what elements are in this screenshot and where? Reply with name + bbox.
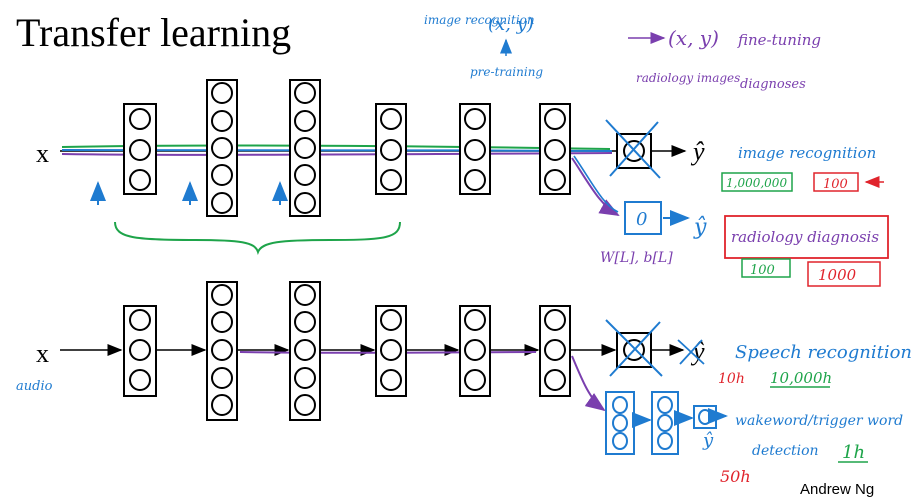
note-pretraining: pre-training [470,65,543,79]
network-2: x audio [16,281,728,455]
net1-new-output-node [624,201,662,235]
radiology-diagnosis-box [724,215,889,259]
net1-layer-3 [289,79,321,217]
page-title: Transfer learning [16,10,291,55]
net2-new-branch-edge [571,355,606,412]
net1-output-layer [605,119,661,179]
net2-output-layer [605,319,663,377]
radiology-count-box [741,258,791,278]
note-finetuning: fine-tuning [737,31,821,49]
net1-notes: image recognition (x, y) pre-training (x… [424,13,889,287]
net2-input-note: audio [16,379,53,394]
net1-new-output-node-label: 0 [636,209,647,230]
note-image-recognition: image recognition [738,144,876,162]
net1-new-output-label: ŷ [693,215,707,240]
net1-layer-4 [375,103,407,195]
net2-layer-6 [539,305,571,397]
note-speech-recognition: Speech recognition [735,342,912,363]
net2-output-cross-out [605,319,663,377]
net1-layer-2 [206,79,238,217]
frozen-layers-brace [114,221,401,256]
wakeword-layer-1 [605,391,635,455]
note-pretrain-xy: (x, y) [488,14,534,35]
net1-weights-label: W[L], b[L] [600,250,673,266]
note-radiology-count: 100 [750,263,775,278]
net2-layer-1 [123,305,157,397]
note-wakeword: wakeword/trigger word [735,413,903,429]
net1-layer-1 [123,103,157,195]
note-radiology-images: radiology images [636,71,740,85]
radiology-count-large-box [807,261,881,287]
note-finetune-xy: (x, y) [668,26,719,50]
net2-layer-4 [375,305,407,397]
net1-layer-5 [459,103,491,195]
image-count-small-box [813,172,859,192]
net1-input-label: x [36,139,49,168]
note-image-count-small: 100 [823,177,848,192]
wakeword-layer-2 [651,391,679,455]
net1-new-branch-edge-blue [573,155,619,213]
net2-new-output-label: ŷ [702,430,714,451]
author-credit: Andrew Ng [800,481,874,498]
image-count-box [721,172,793,192]
net2-layer-5 [459,305,491,397]
net2-output-label-cross [677,339,705,365]
note-diagnoses: diagnoses [740,77,806,92]
note-radiology-diagnosis: radiology diagnosis [731,228,879,246]
net1-output-cross-out [605,119,661,179]
note-pretrain-task: image recognition [424,13,535,27]
net2-output-label: ŷ [690,337,705,366]
net1-pretrain-arrows [90,181,288,205]
net2-layer-3 [289,281,321,421]
note-speech-small: 10h [718,371,745,387]
wakeword-head [605,391,728,455]
net1-new-branch-edge [571,157,620,216]
note-image-count: 1,000,000 [726,176,787,190]
note-wakeword-hours: 1h [842,442,865,463]
net1-output-label: ŷ [690,137,705,166]
network-1: x [36,79,707,266]
net1-layer-6 [539,103,571,195]
net2-layer-2 [206,281,238,421]
net2-notes: Speech recognition 10h 10,000h wakeword/… [718,342,912,486]
note-wakeword-small: 50h [720,467,751,486]
net2-input-label: x [36,339,49,368]
note-detection: detection [752,443,819,459]
note-radiology-count-large: 1000 [818,266,857,284]
note-speech-hours: 10,000h [770,369,832,387]
